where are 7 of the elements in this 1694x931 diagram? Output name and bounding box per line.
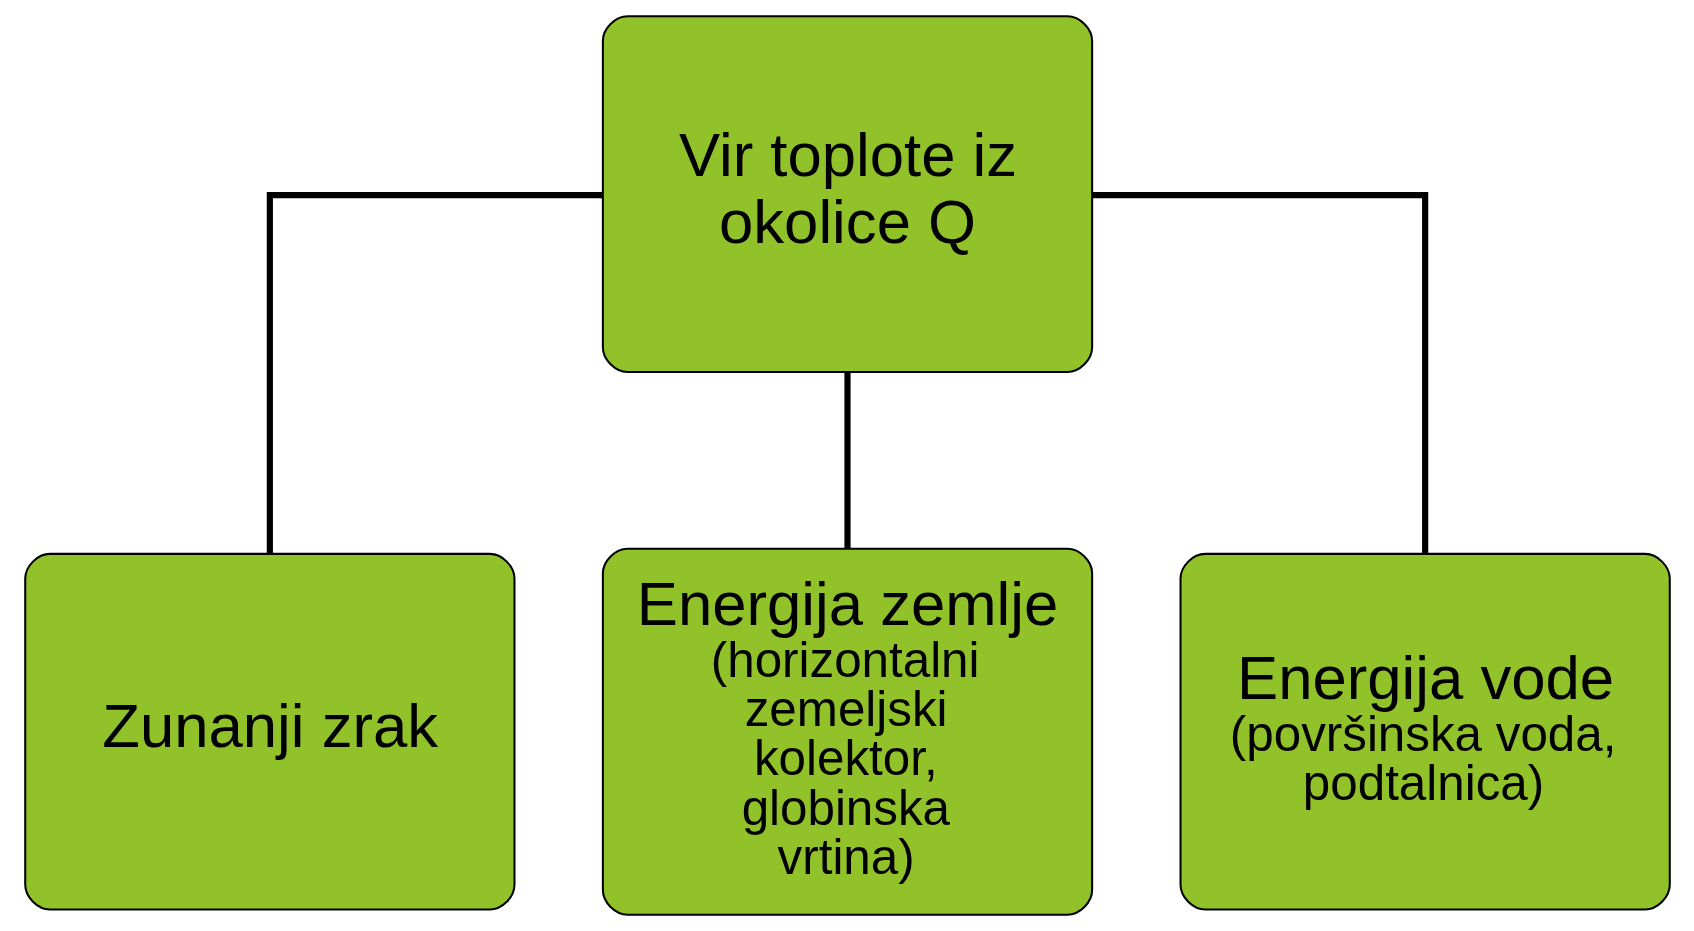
node-box: Energija vode (površinska voda, podtalnica) xyxy=(1179,552,1671,911)
connector xyxy=(843,372,851,549)
connector xyxy=(1092,192,1428,554)
connector xyxy=(266,192,602,554)
node-box: Vir toplote iz okolice Q xyxy=(601,15,1093,373)
node-box: Zunanji zrak xyxy=(23,552,515,911)
node-box: Energija zemlje (horizontalni zemeljski kolektor, globinska vrtina) xyxy=(601,547,1093,916)
